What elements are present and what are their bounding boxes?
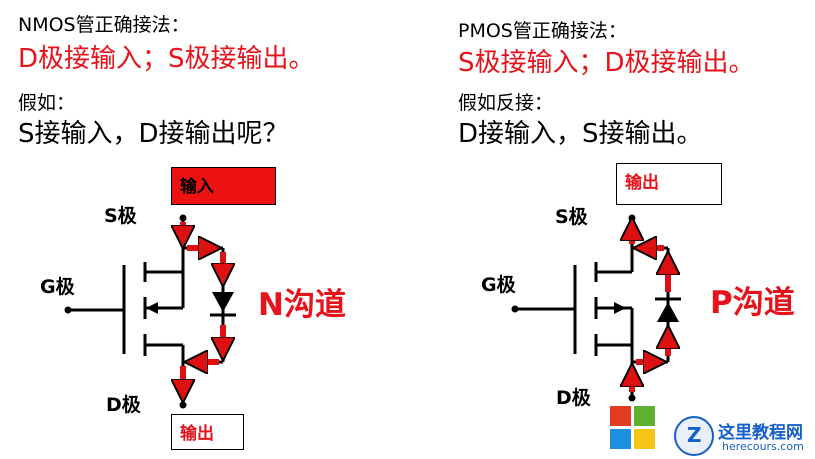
nmos-output-box: 输出 bbox=[171, 414, 244, 450]
pmos-channel-label: P沟道 bbox=[710, 285, 795, 321]
watermark: Z 这里教程网 herecours.com bbox=[610, 404, 815, 459]
pmos-gate-label: G极 bbox=[481, 274, 516, 296]
pmos-current-flow bbox=[632, 222, 668, 392]
pmos-source-label: S极 bbox=[555, 206, 588, 228]
watermark-url: herecours.com bbox=[722, 440, 804, 453]
windows-logo-icon bbox=[610, 406, 656, 450]
watermark-logo-icon: Z bbox=[674, 416, 714, 456]
nmos-question: S接输入，D接输出呢？ bbox=[18, 119, 289, 149]
pmos-drain-terminal bbox=[628, 394, 636, 402]
nmos-arrow-icon bbox=[146, 302, 158, 314]
pmos-source-terminal bbox=[628, 214, 636, 222]
nmos-drain-label: D极 bbox=[106, 394, 141, 416]
pmos-gate-terminal bbox=[511, 305, 519, 313]
nmos-diode-icon bbox=[210, 292, 236, 317]
nmos-source-terminal bbox=[179, 214, 187, 222]
nmos-channel-label: N沟道 bbox=[258, 287, 346, 323]
nmos-input-box: 输入 bbox=[171, 167, 276, 205]
pmos-drain-label: D极 bbox=[556, 387, 591, 409]
pmos-question: D接输入，S接输出。 bbox=[458, 119, 703, 149]
nmos-correct-wiring: D极接输入；S极接输出。 bbox=[18, 44, 315, 74]
pmos-output-box: 输出 bbox=[616, 163, 722, 205]
nmos-question-label: 假如： bbox=[18, 92, 76, 114]
pmos-question-label: 假如反接： bbox=[458, 92, 554, 114]
nmos-source-label: S极 bbox=[104, 205, 137, 227]
nmos-gate-terminal bbox=[64, 306, 72, 314]
nmos-heading: NMOS管正确接法： bbox=[18, 14, 190, 36]
pmos-heading: PMOS管正确接法： bbox=[458, 20, 627, 42]
pmos-correct-wiring: S极接输入；D极接输出。 bbox=[458, 48, 755, 78]
nmos-gate-label: G极 bbox=[40, 276, 75, 298]
nmos-current-flow bbox=[183, 222, 223, 398]
watermark-name: 这里教程网 bbox=[718, 423, 803, 443]
nmos-drain-terminal bbox=[179, 401, 187, 409]
pmos-diode-icon bbox=[655, 297, 681, 322]
pmos-arrow-icon bbox=[614, 302, 626, 314]
